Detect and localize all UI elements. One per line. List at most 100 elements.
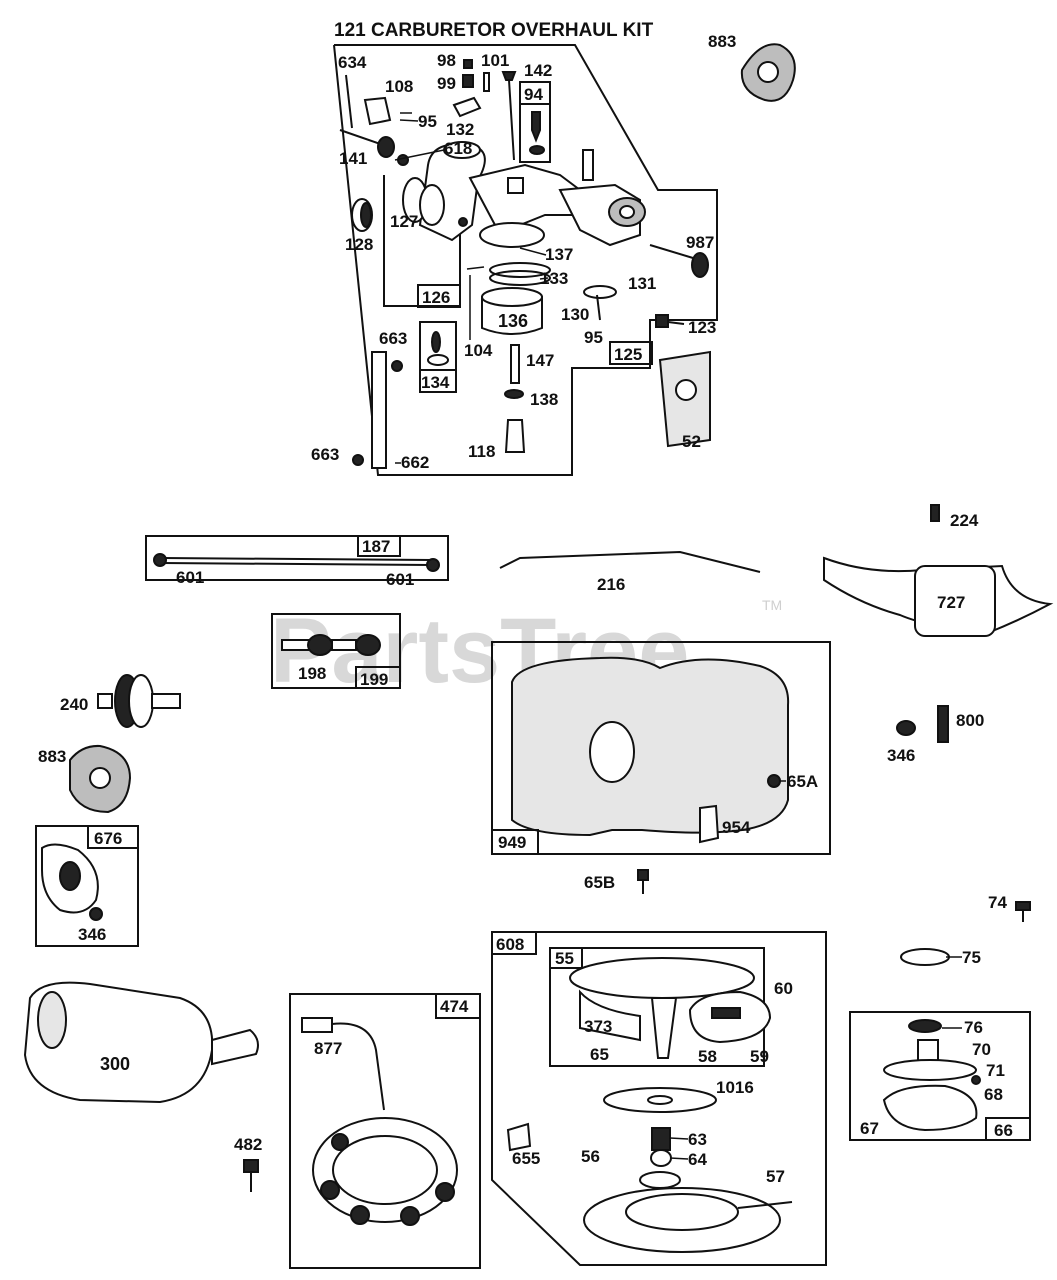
label-58: 58 (698, 1047, 717, 1066)
label-70: 70 (972, 1040, 991, 1059)
box-label-949: 949 (498, 833, 526, 852)
throttle-shaft (339, 74, 412, 158)
leader-lines (394, 119, 962, 1160)
inlet-147-118 (504, 344, 526, 453)
label-128: 128 (345, 235, 373, 254)
label-95b: 95 (584, 328, 603, 347)
screw-123 (655, 314, 685, 328)
small-screws (452, 59, 517, 161)
item-187-box (145, 535, 449, 581)
label-74: 74 (988, 893, 1007, 912)
label-346a: 346 (887, 746, 915, 765)
label-127: 127 (390, 212, 418, 231)
label-104: 104 (464, 341, 493, 360)
rod-216 (499, 550, 761, 573)
label-954: 954 (722, 818, 751, 837)
label-346b: 346 (78, 925, 106, 944)
label-75: 75 (962, 948, 981, 967)
gasket-52 (658, 350, 711, 448)
fuel-filter-240 (97, 674, 181, 728)
label-71: 71 (986, 1061, 1005, 1080)
label-138: 138 (530, 390, 558, 409)
label-655: 655 (512, 1149, 540, 1168)
label-300: 300 (100, 1054, 130, 1074)
box-label-608: 608 (496, 935, 524, 954)
label-198: 198 (298, 664, 326, 683)
item-199-box (271, 613, 401, 689)
label-601b: 601 (386, 570, 414, 589)
label-141: 141 (339, 149, 367, 168)
box-label-125: 125 (614, 345, 642, 364)
label-67: 67 (860, 1119, 879, 1138)
shroud-727 (823, 504, 1054, 637)
spring-133 (489, 262, 551, 286)
label-76: 76 (964, 1018, 983, 1037)
seal-127 (402, 177, 445, 226)
box-label-187: 187 (362, 537, 390, 556)
label-59: 59 (750, 1047, 769, 1066)
box-label-94: 94 (524, 85, 543, 104)
label-131: 131 (628, 274, 656, 293)
bracket-800 (896, 705, 949, 743)
label-132: 132 (446, 120, 474, 139)
carburetor-kit-outline (333, 44, 718, 476)
item-949-box (491, 641, 831, 855)
callout-labels: 883 634 108 98 99 101 142 95 132 141 618… (38, 32, 1007, 1186)
box-label-199: 199 (360, 670, 388, 689)
needle-valve-131 (649, 244, 709, 278)
kit-title: 121 CARBURETOR OVERHAUL KIT (334, 20, 654, 41)
bushing-128 (351, 198, 373, 232)
box-label-676: 676 (94, 829, 122, 848)
label-800: 800 (956, 711, 984, 730)
item-66-box (849, 1011, 1031, 1141)
label-99: 99 (437, 74, 456, 93)
label-216: 216 (597, 575, 625, 594)
gasket-883-lower (69, 744, 132, 814)
screw-482 (243, 1159, 259, 1192)
label-601a: 601 (176, 568, 204, 587)
fuel-bowl-136 (481, 287, 543, 335)
bolt-74 (1015, 901, 1031, 922)
box-label-474: 474 (440, 997, 469, 1016)
label-883b: 883 (38, 747, 66, 766)
label-240: 240 (60, 695, 88, 714)
screw-65B (637, 869, 649, 894)
washer-130 (583, 285, 617, 321)
item-608-box (491, 931, 827, 1266)
box-label-66: 66 (994, 1121, 1013, 1140)
label-108: 108 (385, 77, 413, 96)
label-68: 68 (984, 1085, 1003, 1104)
label-663b: 663 (311, 445, 339, 464)
label-727: 727 (937, 593, 965, 612)
item-474-box (289, 993, 481, 1269)
label-987: 987 (686, 233, 714, 252)
gasket-883-top (740, 43, 796, 102)
label-63: 63 (688, 1130, 707, 1149)
label-95a: 95 (418, 112, 437, 131)
label-663a: 663 (379, 329, 407, 348)
label-373: 373 (584, 1017, 612, 1036)
label-57: 57 (766, 1167, 785, 1186)
label-98: 98 (437, 51, 456, 70)
item-134-box (419, 321, 457, 393)
label-662: 662 (401, 453, 429, 472)
label-482: 482 (234, 1135, 262, 1154)
linkage-662 (352, 351, 403, 469)
trademark: TM (762, 597, 782, 613)
label-133: 133 (540, 269, 568, 288)
label-65A: 65A (787, 772, 818, 791)
label-137: 137 (545, 245, 573, 264)
label-65B: 65B (584, 873, 615, 892)
label-142: 142 (524, 61, 552, 80)
label-123: 123 (688, 318, 716, 337)
label-883a: 883 (708, 32, 736, 51)
label-64: 64 (688, 1150, 707, 1169)
label-101: 101 (481, 51, 509, 70)
label-147: 147 (526, 351, 554, 370)
muffler-300 (23, 981, 259, 1104)
box-label-55: 55 (555, 949, 574, 968)
box-label-134: 134 (421, 373, 450, 392)
label-52: 52 (682, 432, 701, 451)
pin-104 (466, 266, 485, 270)
